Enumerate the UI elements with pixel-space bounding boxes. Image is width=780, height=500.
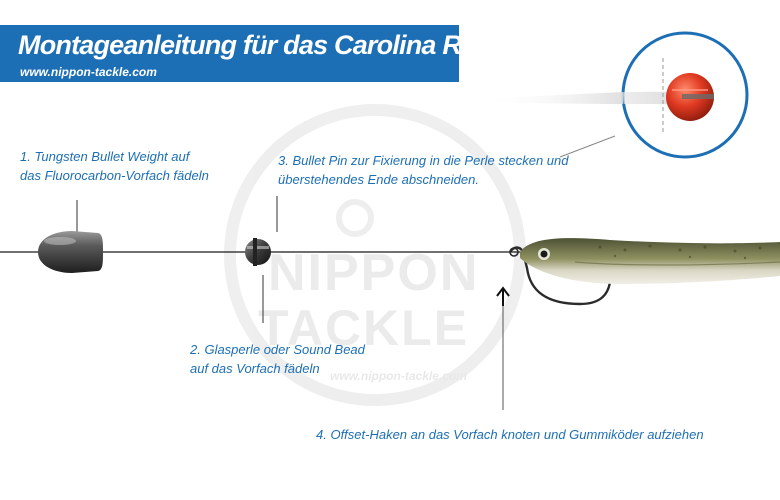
leader-zoom: [559, 135, 616, 158]
watermark-brand: NIPPON: [268, 244, 479, 302]
step-4-line1: 4. Offset-Haken an das Vorfach knoten un…: [316, 427, 704, 442]
watermark-logo: NIPPON TACKLE www.nippon-tackle.com: [224, 104, 526, 406]
step-1-line1: 1. Tungsten Bullet Weight auf: [20, 149, 190, 164]
offset-hook-icon: [509, 246, 612, 306]
page-title: Montageanleitung für das Carolina Rig: [18, 30, 484, 60]
soft-bait-icon: [520, 238, 780, 284]
step-4-note: 4. Offset-Haken an das Vorfach knoten un…: [316, 425, 704, 444]
step-1-note: 1. Tungsten Bullet Weight auf das Fluoro…: [20, 147, 209, 185]
bullet-weight-icon: [38, 231, 103, 273]
bead-pin-zoom: [621, 31, 749, 159]
step-2-line1: 2. Glasperle oder Sound Bead: [190, 342, 365, 357]
step-3-line2: überstehendes Ende abschneiden.: [278, 172, 479, 187]
watermark-brand-2: TACKLE: [258, 300, 469, 356]
step-1-line2: das Fluorocarbon-Vorfach fädeln: [20, 168, 209, 183]
step-2-note: 2. Glasperle oder Sound Bead auf das Vor…: [190, 340, 365, 378]
step-2-line2: auf das Vorfach fädeln: [190, 361, 320, 376]
watermark-url: www.nippon-tackle.com: [330, 369, 467, 383]
step-3-line1: 3. Bullet Pin zur Fixierung in die Perle…: [278, 153, 569, 168]
header-url: www.nippon-tackle.com: [20, 65, 157, 79]
glass-bead-icon: [245, 238, 271, 266]
step-3-note: 3. Bullet Pin zur Fixierung in die Perle…: [278, 151, 569, 189]
arrow-up-icon: [496, 286, 510, 306]
pin-tail: [480, 92, 623, 104]
header-banner: Montageanleitung für das Carolina Rig ww…: [0, 25, 484, 82]
